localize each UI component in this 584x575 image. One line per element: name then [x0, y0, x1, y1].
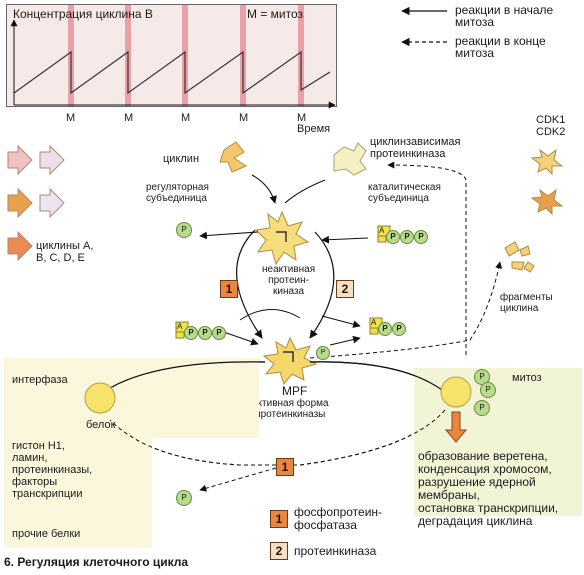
- legend-solid-label: реакции в начале митоза: [455, 3, 554, 29]
- legend-dashed-label: реакции в конце митоза: [455, 34, 546, 60]
- interphase-label: интерфаза: [12, 374, 68, 386]
- chart-m-note: М = митоз: [247, 7, 304, 21]
- adp-left-a: A: [177, 322, 183, 331]
- chart-m-tick: М: [239, 112, 249, 124]
- chart-xlabel: Время: [297, 123, 331, 135]
- phosphate-circle: P: [176, 490, 192, 506]
- chart-m-tick: М: [297, 112, 307, 124]
- chart-m-tick: М: [181, 112, 191, 124]
- adp-right-a: A: [371, 318, 377, 327]
- cyclin-shapes: [7, 144, 65, 262]
- mpf-shape: [262, 336, 318, 386]
- phosphatase-badge: 1: [220, 280, 238, 298]
- atp-a: A: [379, 226, 385, 235]
- interphase-box-top: [4, 358, 259, 438]
- mitosis-label: митоз: [512, 372, 542, 384]
- chart-m-tick: М: [66, 112, 76, 124]
- cyclin-fragments: [504, 241, 535, 273]
- inactive-kinase-shape: [254, 210, 310, 266]
- cyclin-label: циклин: [163, 153, 200, 165]
- figure-caption: 6. Регуляция клеточного цикла: [4, 555, 189, 569]
- cdk-kinase-label: циклинзависимая протеинкиназа: [370, 136, 461, 160]
- mpf-label: MPF: [282, 384, 308, 398]
- key-kinase-label: протеинкиназа: [294, 544, 377, 558]
- phosphate-circle: P: [176, 222, 192, 238]
- cyclin-shape: [219, 141, 248, 173]
- key-phosphatase-label: фосфопротеин- фосфатаза: [294, 505, 383, 532]
- inactive-label: неактивная протеин- киназа: [262, 264, 316, 297]
- chart-ylabel: Концентрация циклина В: [13, 7, 153, 21]
- cdk-shapes: [530, 148, 564, 216]
- protein-label: белок: [86, 419, 116, 431]
- kinase-badge: 2: [336, 280, 354, 298]
- mitosis-events: образование веретена, конденсация хромос…: [418, 449, 559, 528]
- mpf-desc: активная форма протеинкиназы: [252, 398, 329, 420]
- catalytic-label: каталитическая субъединица: [368, 182, 441, 204]
- cdk-label: CDK1 CDK2: [536, 114, 566, 138]
- cyclin-chart: [6, 4, 337, 107]
- phosphate-circle: P: [480, 382, 496, 398]
- phosphatase-badge-lower: 1: [276, 458, 294, 476]
- cdk-catalytic-shape: [333, 142, 367, 176]
- phosphate-circle: P: [474, 400, 490, 416]
- other-proteins-label: прочие белки: [12, 528, 81, 540]
- regulatory-label: регуляторная субъединица: [146, 182, 209, 204]
- fragments-label: фрагменты циклина: [500, 292, 553, 314]
- cyclins-label: циклины А, B, C, D, E: [36, 240, 94, 264]
- chart-m-tick: М: [124, 112, 134, 124]
- substrates-list: гистон Н1, ламин, протеинкиназы, факторы…: [12, 440, 93, 500]
- key-kinase-badge: 2: [270, 542, 288, 560]
- phosphate-circle: P: [316, 346, 330, 360]
- key-phosphatase-badge: 1: [270, 510, 288, 528]
- cyclin-curve: [13, 50, 331, 95]
